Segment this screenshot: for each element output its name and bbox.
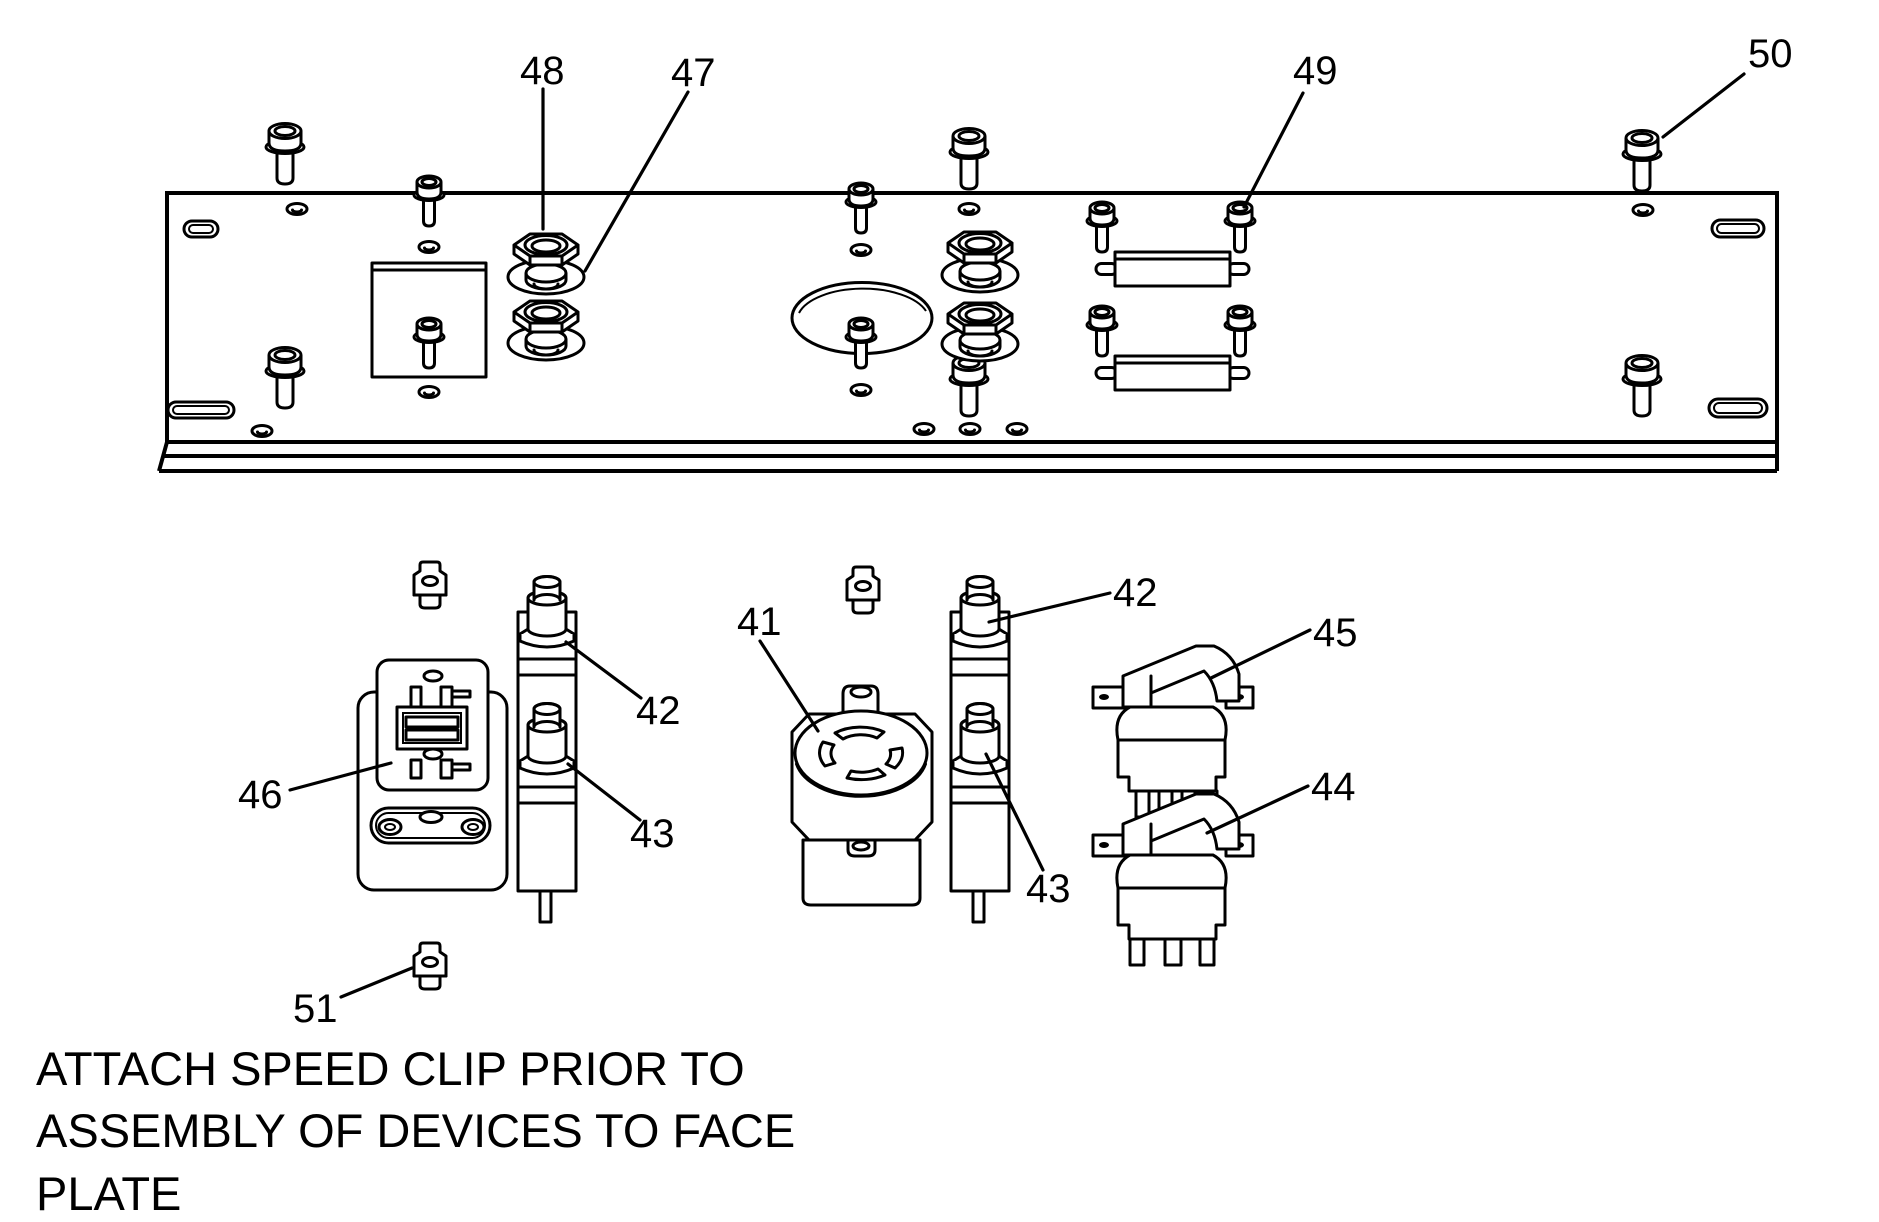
note-line-1: ATTACH SPEED CLIP PRIOR TO — [36, 1042, 745, 1095]
callout-48: 48 — [520, 49, 565, 93]
standoff-assembly — [1094, 250, 1251, 392]
callout-42: 42 — [636, 689, 681, 733]
note-line-2: ASSEMBLY OF DEVICES TO FACE — [36, 1104, 795, 1157]
relay — [1091, 792, 1255, 941]
callout-leaders — [288, 72, 1746, 999]
speed-clip — [845, 565, 881, 615]
breaker-button-column — [949, 575, 1011, 924]
callout-46: 46 — [238, 773, 283, 817]
callout-45: 45 — [1313, 611, 1358, 655]
callout-41: 41 — [737, 600, 782, 644]
breaker-button-column — [516, 575, 578, 924]
callout-47: 47 — [671, 51, 716, 95]
square-cutout — [370, 261, 488, 379]
speed-clip — [412, 941, 448, 991]
slot-hole — [166, 218, 1769, 420]
callout-43: 43 — [1026, 867, 1071, 911]
fasteners — [264, 122, 1663, 418]
callout-49: 49 — [1293, 49, 1338, 93]
gfci-receptacle — [356, 658, 509, 892]
assembly-note: ATTACH SPEED CLIP PRIOR TO ASSEMBLY OF D… — [36, 1042, 795, 1220]
relay-stack — [1091, 644, 1255, 967]
note-line-3: PLATE — [36, 1167, 181, 1220]
callout-labels: 41 42 43 42 43 44 45 46 47 48 49 50 51 — [238, 32, 1793, 1031]
callout-51: 51 — [293, 987, 338, 1031]
twist-lock-receptacle — [790, 684, 934, 907]
callout-43: 43 — [630, 812, 675, 856]
callout-42: 42 — [1113, 571, 1158, 615]
speed-clip — [412, 560, 448, 610]
devices — [356, 560, 1255, 991]
callout-50: 50 — [1748, 32, 1793, 76]
callout-44: 44 — [1311, 765, 1356, 809]
